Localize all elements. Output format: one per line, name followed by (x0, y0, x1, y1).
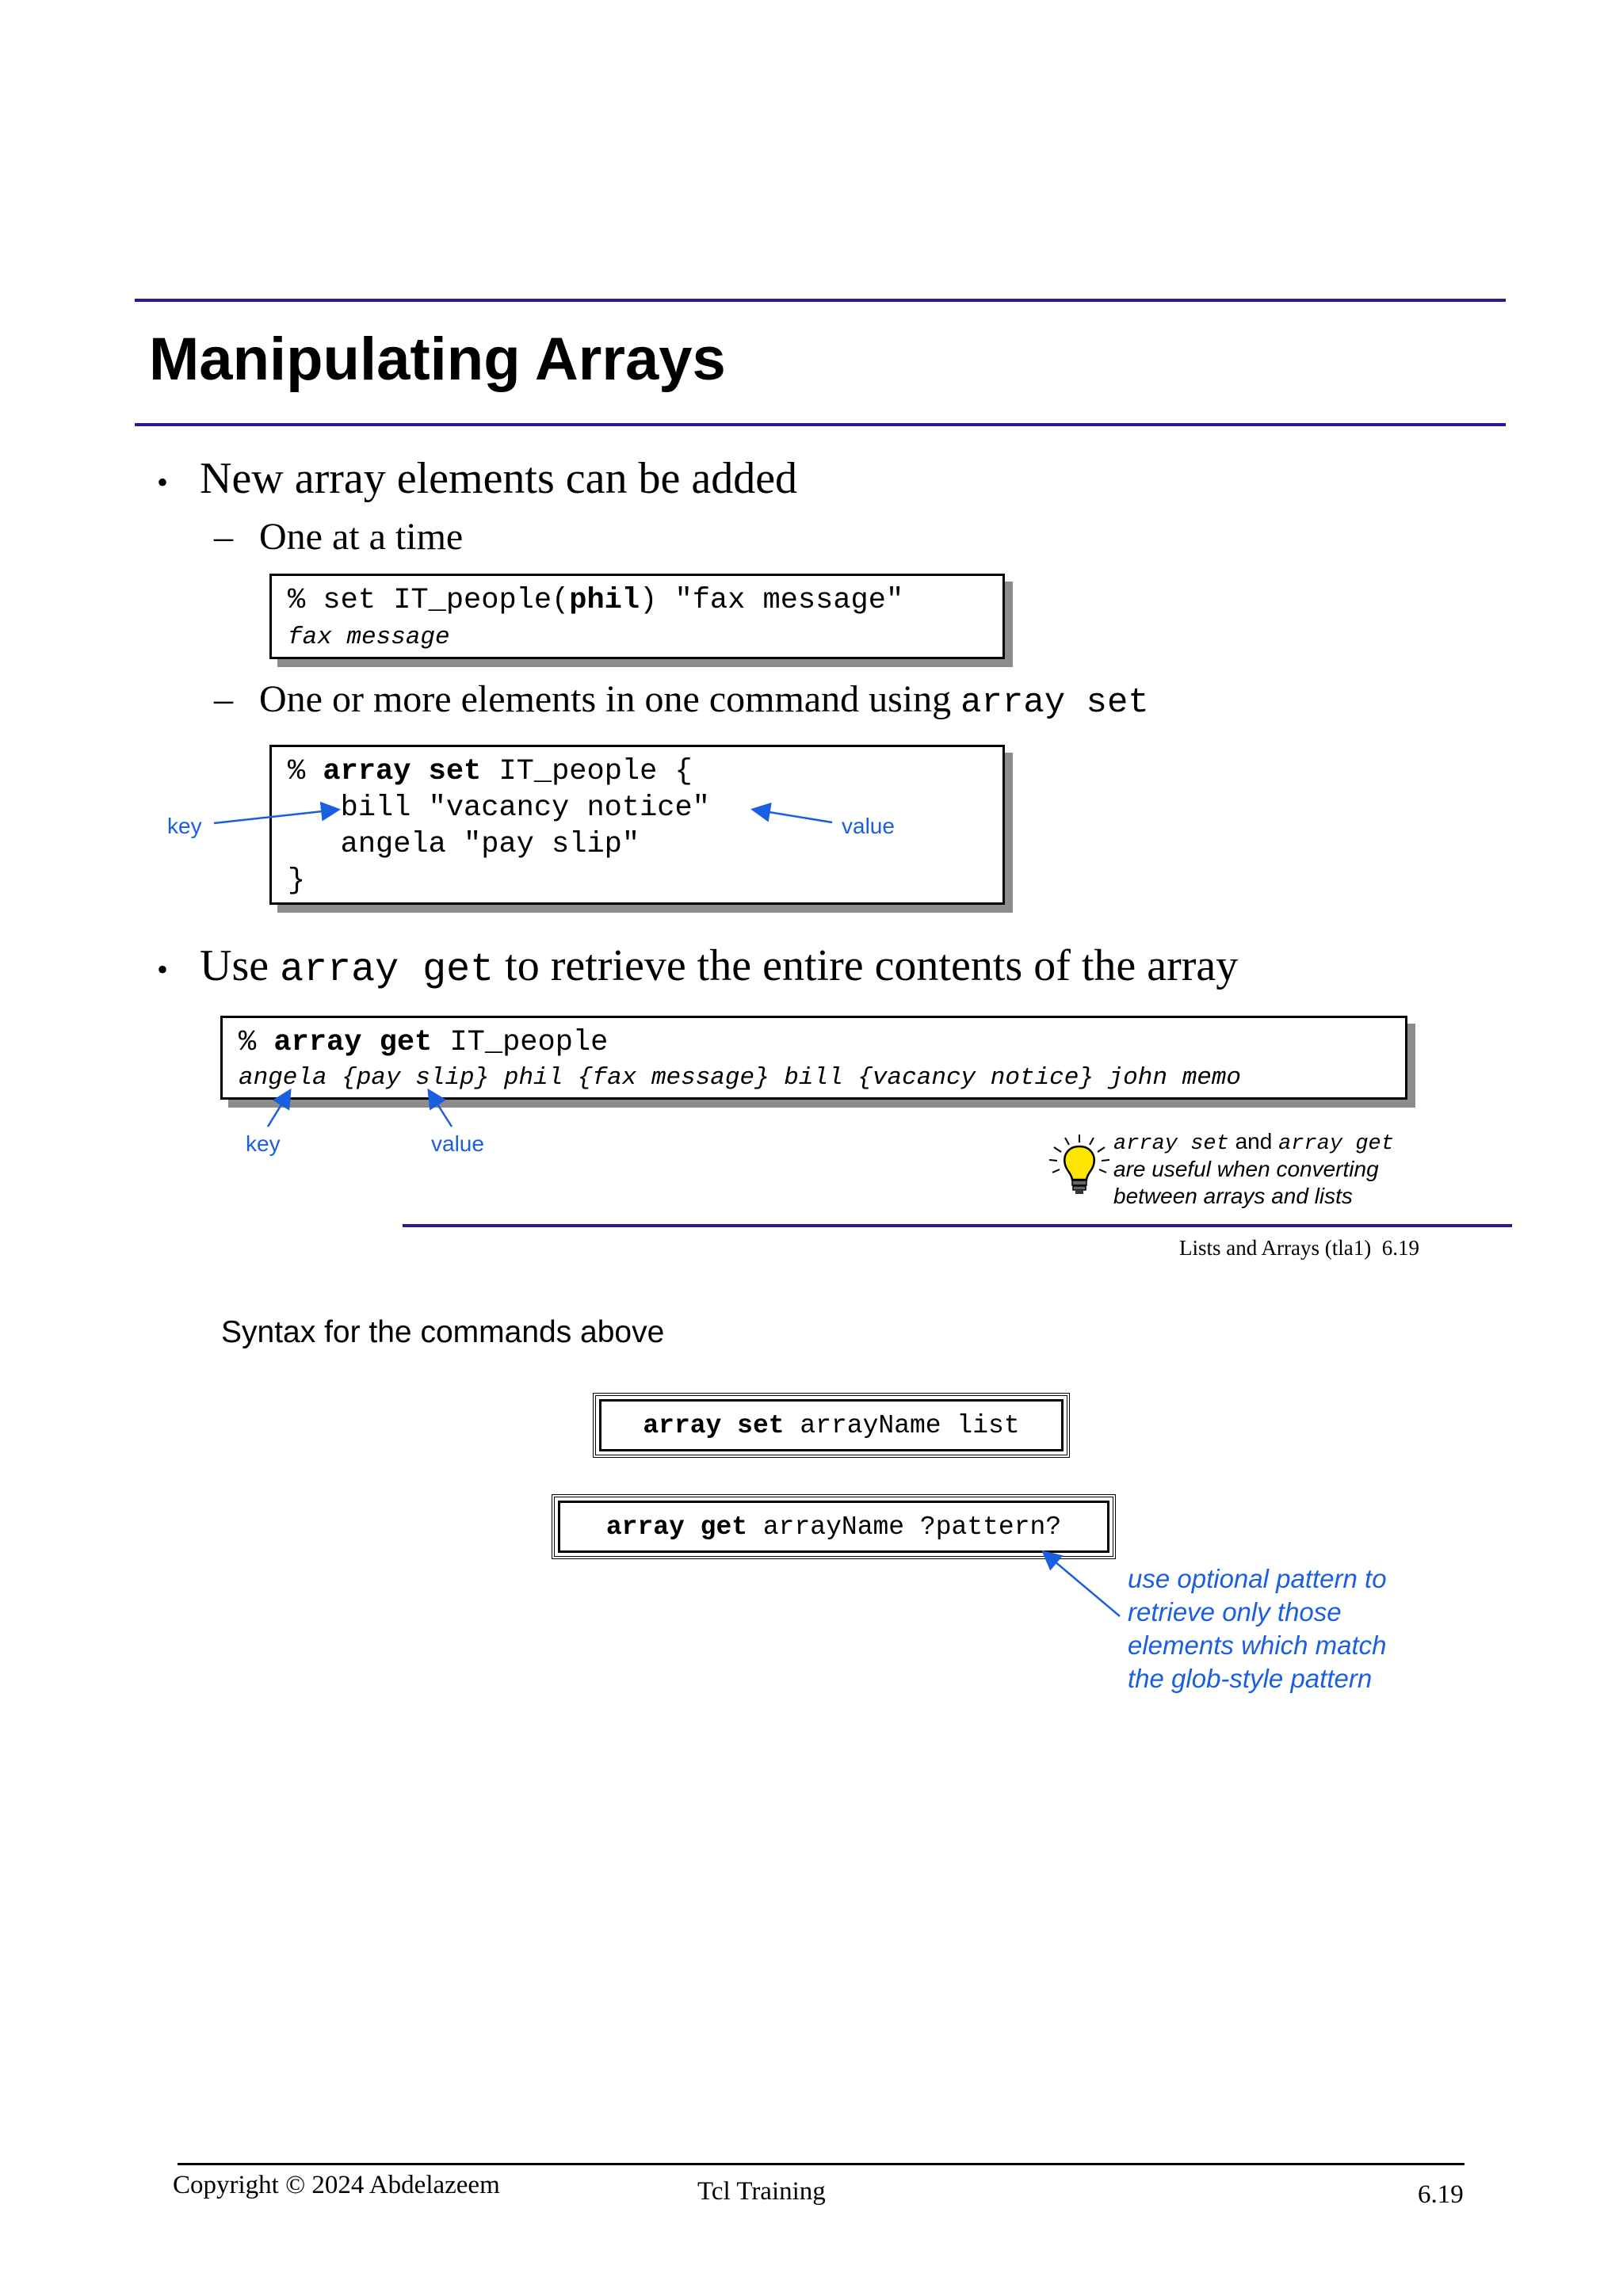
code-line: bill "vacancy notice" (288, 791, 710, 825)
value-label-2: value (431, 1131, 484, 1156)
title-underline (135, 423, 1506, 426)
top-rule (135, 299, 1506, 302)
lightbulb-icon (1048, 1135, 1110, 1194)
sub-bullet-2: One or more elements in one command usin… (259, 678, 1149, 723)
pattern-arrow (1041, 1550, 1121, 1617)
bullet-dot-2: • (157, 952, 169, 987)
value-label: value (842, 814, 895, 838)
pattern-annotation: use optional pattern to retrieve only th… (1128, 1564, 1387, 1693)
slide-footer: Lists and Arrays (tla1) 6.19 (1179, 1236, 1419, 1260)
code-line: % array get IT_people (239, 1026, 609, 1059)
slide-title: Manipulating Arrays (149, 326, 726, 393)
sub-bullet-1: One at a time (259, 516, 464, 558)
slide-bottom-rule (403, 1224, 1512, 1227)
code-box-array-set: % array set IT_people { bill "vacancy no… (269, 745, 1005, 905)
key-label: key (167, 814, 202, 838)
code-output: angela {pay slip} phil {fax message} bil… (239, 1064, 1242, 1092)
tip-line-3: between arrays and lists (1113, 1184, 1353, 1208)
value-arrow (750, 802, 833, 824)
key-arrow-2 (266, 1088, 292, 1127)
dash-1: – (214, 516, 233, 558)
footer-center: Tcl Training (697, 2177, 826, 2206)
code-box-array-get: % array get IT_people angela {pay slip} … (220, 1016, 1407, 1100)
code-line: % set IT_people(phil) "fax message" (288, 584, 904, 617)
syntax-box-array-get: array get arrayName ?pattern? (552, 1494, 1116, 1559)
code-line: % array set IT_people { (288, 755, 693, 788)
tip-line-2: are useful when converting (1113, 1157, 1379, 1181)
bullet-2: Use array get to retrieve the entire con… (200, 941, 1239, 993)
bullet-dot-1: • (157, 464, 169, 500)
footer-copyright: Copyright © 2024 Abdelazeem (173, 2171, 500, 2199)
footer-rule (178, 2163, 1465, 2165)
value-arrow-2 (427, 1088, 453, 1127)
key-label-2: key (246, 1131, 281, 1156)
dash-2: – (214, 678, 233, 720)
bullet-1: New array elements can be added (200, 454, 798, 503)
footer-page-number: 6.19 (1418, 2180, 1464, 2209)
tip-line-1: array set and array get (1113, 1129, 1394, 1156)
notes-heading: Syntax for the commands above (221, 1315, 665, 1349)
key-arrow (213, 801, 341, 825)
code-output: fax message (288, 624, 450, 651)
code-line: angela "pay slip" (288, 828, 640, 861)
syntax-box-array-set: array set arrayName list (593, 1393, 1070, 1458)
code-box-set: % set IT_people(phil) "fax message" fax … (269, 574, 1005, 659)
code-line: } (288, 864, 306, 898)
